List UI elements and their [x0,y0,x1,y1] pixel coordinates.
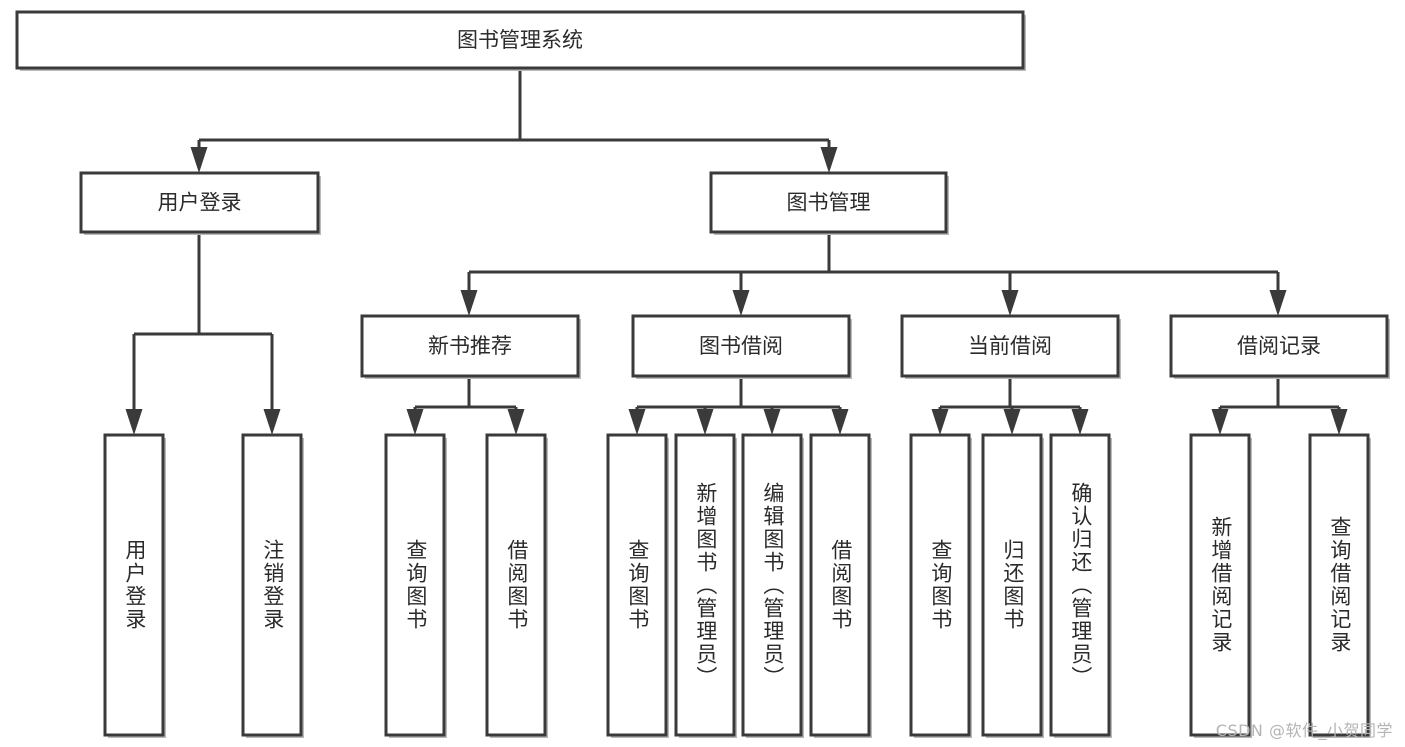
connector-group-borrow-records-bus [1220,376,1339,409]
connectors-layer [125,68,1348,435]
arrow-to-book-borrow [732,272,750,316]
arrow-head [831,409,849,435]
arrow-head [1269,290,1287,316]
node-leaf-edit-book-admin[interactable] [741,433,803,737]
node-leaf-query-book-borrow[interactable] [606,433,668,737]
arrow-to-borrow-records [1269,272,1287,316]
connector-group-book-borrow-bus [637,376,840,409]
arrow-to-leaf-return-book [1003,407,1021,435]
arrow-to-leaf-query-book-borrow [628,407,646,435]
arrow-to-leaf-query-book-current [931,407,949,435]
node-borrow-records-label: 借阅记录 [1237,334,1321,358]
arrow-to-book-management [820,140,838,173]
arrow-head [763,409,781,435]
arrow-head [732,290,750,316]
arrow-head [628,409,646,435]
node-new-book-recommend[interactable] [360,314,580,378]
node-book-borrow-label: 图书借阅 [699,334,783,358]
arrow-to-leaf-borrow-book [831,407,849,435]
node-leaf-query-borrow-record[interactable] [1308,433,1370,737]
node-leaf-borrow-book-recommend[interactable] [485,433,547,737]
arrow-to-leaf-query-borrow-record [1330,407,1348,435]
node-book-borrow[interactable] [631,314,851,378]
node-current-borrow-label: 当前借阅 [968,334,1052,358]
arrow-head [460,290,478,316]
connector-group-current-borrow-bus [940,376,1080,409]
node-current-borrow[interactable] [900,314,1120,378]
arrow-to-leaf-query-book-recommend [406,407,424,435]
node-leaf-borrow-book[interactable] [809,433,871,737]
arrow-to-leaf-edit-book-admin [763,407,781,435]
connector-group-new-book-recommend-bus [415,376,516,409]
arrow-head [125,409,143,435]
connector-group-user-login-bus [134,232,272,336]
connector-group-root-bus [199,68,829,142]
arrow-to-leaf-borrow-book-recommend [507,407,525,435]
node-leaf-query-book-current[interactable] [909,433,971,737]
arrow-to-leaf-confirm-return-admin [1071,407,1089,435]
arrow-to-current-borrow [1001,272,1019,316]
node-leaf-user-logout[interactable] [241,433,303,737]
arrow-head [1001,290,1019,316]
node-root-label: 图书管理系统 [457,28,583,52]
node-leaf-add-borrow-record[interactable] [1189,433,1251,737]
arrow-head [820,147,838,173]
arrow-to-leaf-add-borrow-record [1211,407,1229,435]
arrow-to-new-book-recommend [460,272,478,316]
node-leaf-confirm-return-admin[interactable] [1049,433,1111,737]
node-user-login-label: 用户登录 [158,191,242,215]
node-book-management-label: 图书管理 [787,191,871,215]
node-root[interactable] [15,10,1025,70]
node-book-management[interactable] [709,171,948,234]
arrow-to-leaf-add-book-admin [696,407,714,435]
arrow-head [931,409,949,435]
node-new-book-recommend-label: 新书推荐 [428,334,512,358]
arrow-head [1003,409,1021,435]
node-borrow-records[interactable] [1169,314,1389,378]
connector-group-book-management-bus [469,232,1278,274]
node-user-login[interactable] [79,171,320,234]
node-leaf-return-book[interactable] [981,433,1043,737]
arrow-to-leaf-user-logout [263,334,281,435]
boxes-layer [15,10,1390,738]
node-leaf-user-login[interactable] [103,433,165,737]
arrow-to-leaf-user-login [125,334,143,435]
arrow-head [1211,409,1229,435]
arrow-head [263,409,281,435]
arrow-head [1071,409,1089,435]
arrow-head [507,409,525,435]
arrow-head [696,409,714,435]
node-leaf-add-book-admin[interactable] [674,433,736,737]
node-leaf-query-book-recommend[interactable] [384,433,446,737]
arrow-head [406,409,424,435]
arrow-to-user-login [190,140,208,173]
arrow-head [190,147,208,173]
arrow-head [1330,409,1348,435]
watermark-text: CSDN @软件_小贺同学 [1215,721,1393,740]
